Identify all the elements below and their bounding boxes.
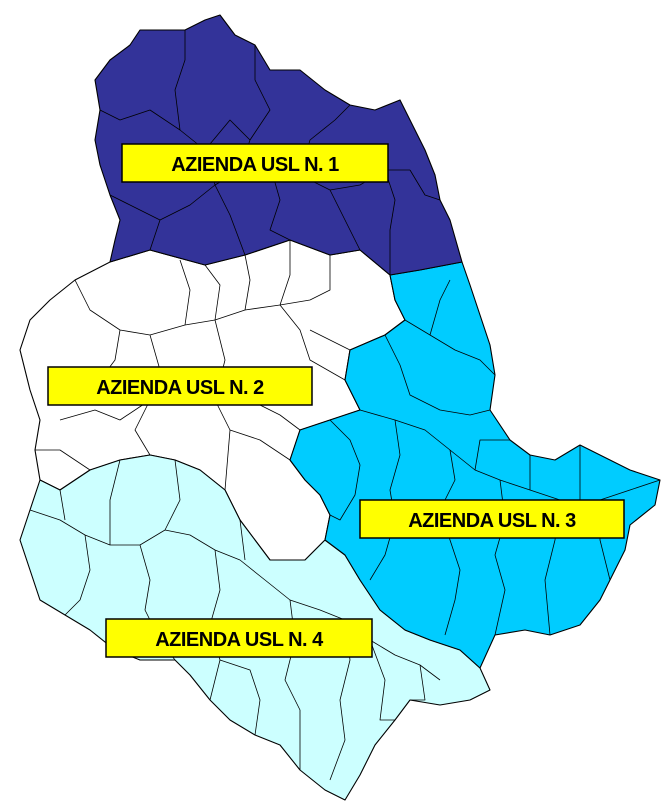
label-usl1-text: AZIENDA USL N. 1 [171, 154, 339, 176]
label-usl4: AZIENDA USL N. 4 [105, 618, 373, 658]
label-usl1: AZIENDA USL N. 1 [121, 143, 389, 183]
label-usl3: AZIENDA USL N. 3 [359, 499, 625, 539]
label-usl4-text: AZIENDA USL N. 4 [155, 629, 324, 651]
usl3-region[interactable] [289, 261, 661, 669]
label-usl3-text: AZIENDA USL N. 3 [408, 510, 576, 532]
usl4-municipal-borders [29, 459, 441, 781]
label-usl2: AZIENDA USL N. 2 [47, 366, 313, 406]
label-usl2-text: AZIENDA USL N. 2 [96, 377, 264, 399]
